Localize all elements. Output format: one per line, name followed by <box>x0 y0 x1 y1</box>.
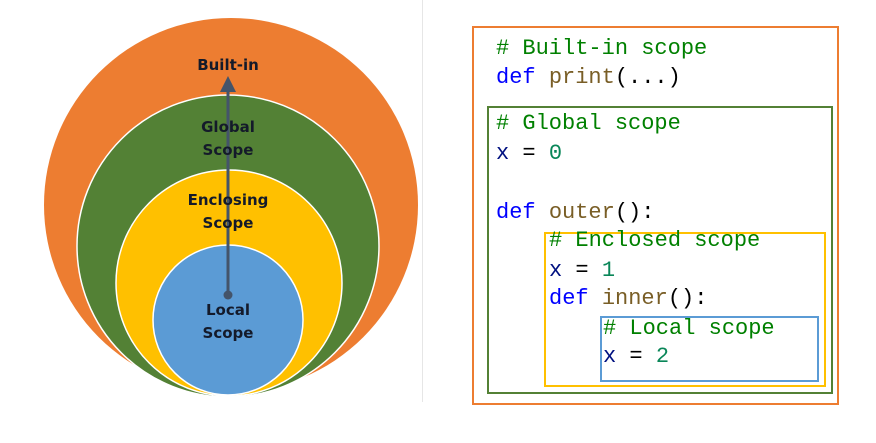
global-assign-line: x = 0 <box>496 140 562 168</box>
keyword: def <box>496 200 536 225</box>
enclosing-label-1: Enclosing <box>188 191 269 209</box>
enclosed-comment: # Enclosed scope <box>549 228 761 253</box>
function-name: inner <box>601 286 668 311</box>
print-def-line: def print(...) <box>496 64 681 92</box>
builtin-label: Built-in <box>197 56 259 74</box>
function-name: print <box>548 65 615 90</box>
builtin-comment: # Built-in scope <box>496 36 708 61</box>
operator: = <box>616 344 656 369</box>
local-label-2: Scope <box>203 324 254 342</box>
operator: = <box>562 258 602 283</box>
value: 0 <box>548 141 563 166</box>
local-assign-line: x = 2 <box>603 343 669 371</box>
divider <box>422 0 423 402</box>
variable: x <box>603 344 617 369</box>
params: (...) <box>614 65 681 90</box>
builtin-scope-box <box>472 26 839 405</box>
global-label-2: Scope <box>203 141 254 159</box>
keyword: def <box>549 286 589 311</box>
variable: x <box>549 258 563 283</box>
outer-def-line: def outer(): <box>496 199 654 227</box>
variable: x <box>496 141 510 166</box>
arrow-head-icon <box>220 76 236 92</box>
operator: = <box>509 141 549 166</box>
arrow-origin-dot <box>223 290 233 300</box>
function-name: outer <box>548 200 615 225</box>
enclosed-scope-box <box>544 232 826 387</box>
local-label-1: Local <box>206 301 250 319</box>
value: 2 <box>655 344 670 369</box>
global-scope-box <box>487 106 833 394</box>
local-comment: # Local scope <box>603 316 775 341</box>
params: (): <box>667 286 708 311</box>
value: 1 <box>601 258 616 283</box>
global-comment: # Global scope <box>496 111 681 136</box>
enclosed-assign-line: x = 1 <box>549 257 615 285</box>
scope-circles-diagram: Built-in Global Scope Enclosing Scope Lo… <box>44 18 418 398</box>
keyword: def <box>496 65 536 90</box>
inner-def-line: def inner(): <box>549 285 707 313</box>
local-scope-box <box>600 316 819 382</box>
params: (): <box>614 200 655 225</box>
enclosing-label-2: Scope <box>203 214 254 232</box>
global-label-1: Global <box>201 118 255 136</box>
